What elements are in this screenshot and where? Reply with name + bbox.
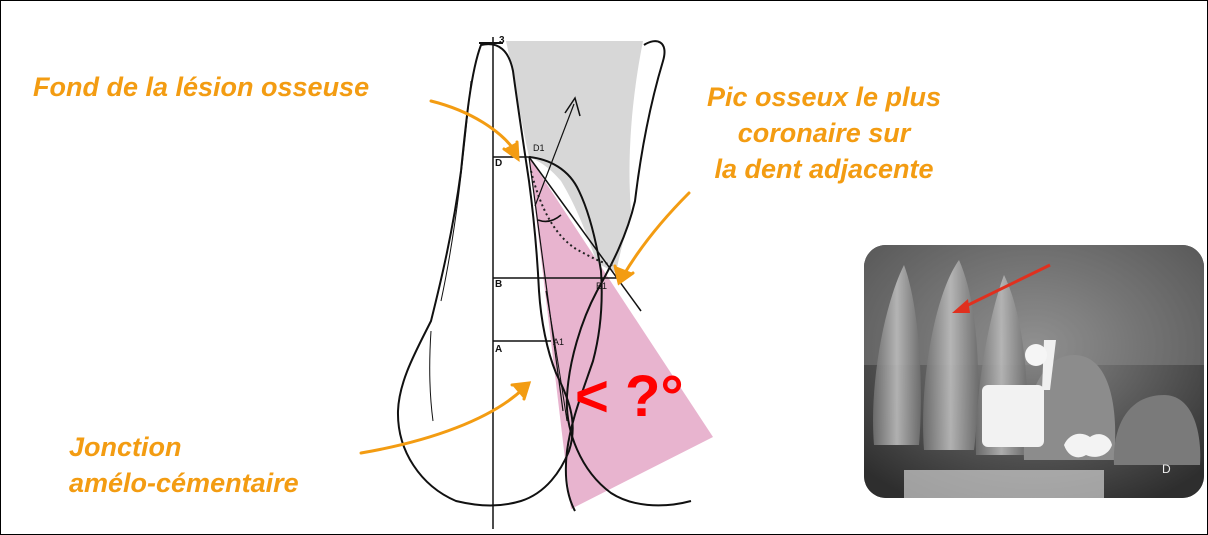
leader-pic-head (615, 266, 633, 283)
label-jonction-line-1: Jonction (69, 429, 299, 465)
label-jonction-line-2: amélo-cémentaire (69, 465, 299, 501)
mark-d: D (495, 158, 502, 169)
mark-d1: D1 (533, 143, 545, 153)
mark-a1: A1 (553, 337, 564, 347)
label-pic-osseux: Pic osseux le plus coronaire sur la dent… (677, 79, 971, 187)
xray-crown (982, 385, 1044, 447)
label-fond-lesion: Fond de la lésion osseuse (33, 69, 369, 105)
xray-corner-mark: D (1162, 462, 1171, 476)
label-pic-line-1: Pic osseux le plus (677, 79, 971, 115)
mark-a: A (495, 344, 502, 355)
leader-pic (623, 193, 689, 276)
mark-b: B (495, 279, 502, 290)
tooth-inner-line-2 (430, 331, 433, 421)
xray-holder (904, 470, 1104, 498)
leader-jonction (361, 389, 523, 453)
xray-post-head (1025, 344, 1047, 366)
xray-drawing: D (864, 245, 1204, 498)
mark-b1: B1 (596, 281, 607, 291)
dental-xray-image: D (864, 245, 1204, 498)
angle-question-label: < ?° (575, 365, 684, 429)
leader-fond (431, 101, 515, 151)
label-pic-line-3: la dent adjacente (677, 151, 971, 187)
xray-filling (1064, 434, 1112, 458)
mark-top: 3 (499, 35, 505, 46)
label-pic-line-2: coronaire sur (677, 115, 971, 151)
label-jonction: Jonction amélo-cémentaire (69, 429, 299, 501)
